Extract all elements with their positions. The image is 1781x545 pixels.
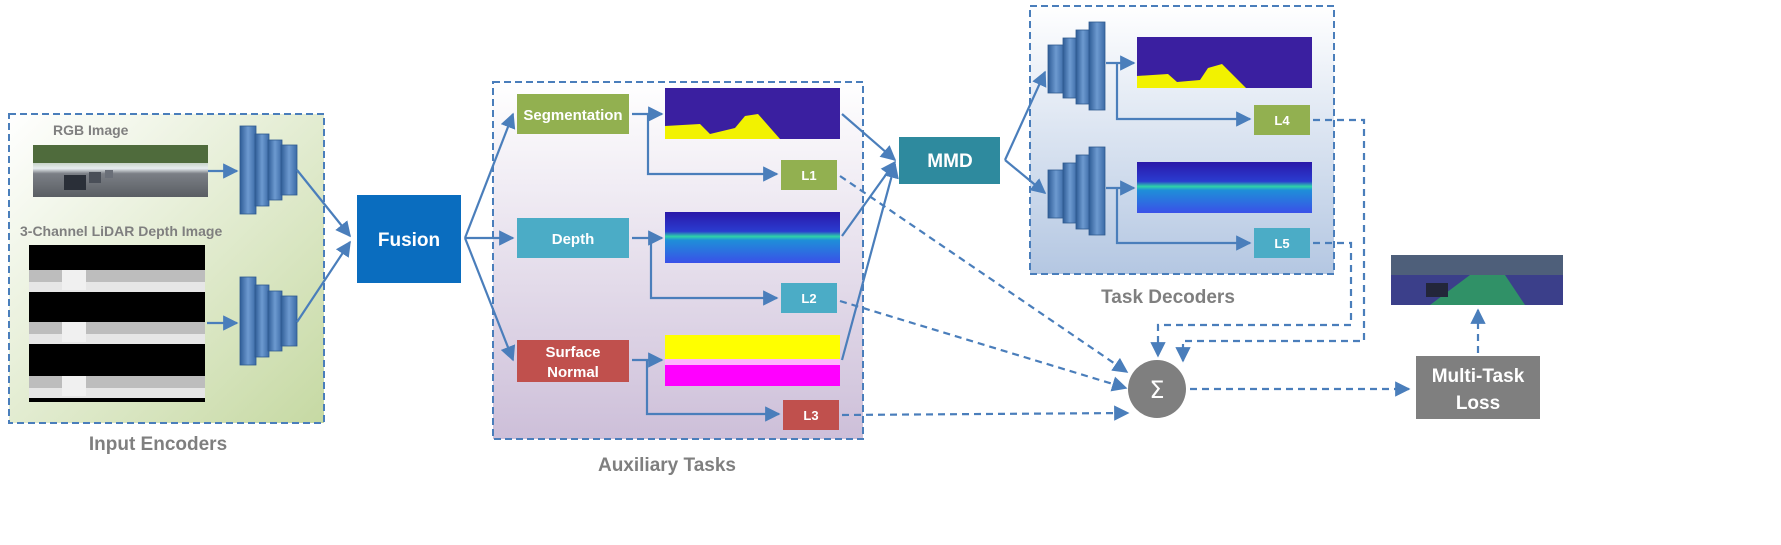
segmentation-label: Segmentation xyxy=(523,107,622,124)
auxiliary-tasks-title: Auxiliary Tasks xyxy=(598,455,736,476)
loss-l5-label: L5 xyxy=(1274,236,1289,251)
loss-l3-label: L3 xyxy=(803,408,818,423)
segmentation-output-image xyxy=(665,88,840,139)
surface-normal-label-line1: Surface xyxy=(545,344,600,361)
sum-symbol: Σ xyxy=(1149,376,1164,404)
multi-task-loss-line1: Multi-Task xyxy=(1432,366,1525,387)
loss-l3-box xyxy=(783,400,839,430)
surface-normal-label-line2: Normal xyxy=(547,364,599,381)
mmd-box xyxy=(899,137,1000,184)
decoder-depth-output-image xyxy=(1137,162,1312,213)
lidar-encoder xyxy=(239,276,298,366)
mmd-label: MMD xyxy=(927,151,972,172)
dashed-arrows xyxy=(839,118,1486,421)
final-output-image xyxy=(1391,255,1563,305)
fusion-label: Fusion xyxy=(378,230,440,251)
sum-node xyxy=(1128,360,1186,418)
solid-arrows xyxy=(207,55,1252,422)
decoder-1 xyxy=(1047,21,1106,111)
fusion-box xyxy=(357,195,461,283)
depth-box xyxy=(517,218,629,258)
loss-l2-label: L2 xyxy=(801,291,816,306)
surface-normal-box xyxy=(517,340,629,382)
lidar-depth-image xyxy=(29,245,205,402)
loss-l5-box xyxy=(1254,228,1310,258)
depth-label: Depth xyxy=(552,231,595,248)
rgb-encoder xyxy=(239,125,298,215)
task-decoders-group: L4 L5 Task Decoders xyxy=(1029,5,1335,308)
loss-l4-label: L4 xyxy=(1274,113,1290,128)
decoder-2 xyxy=(1047,146,1106,236)
auxiliary-tasks-group: Segmentation Depth Surface Normal L1 L2 … xyxy=(492,81,864,476)
loss-l1-box xyxy=(781,160,837,190)
loss-l2-box xyxy=(781,283,837,313)
segmentation-box xyxy=(517,94,629,134)
multi-task-loss-box xyxy=(1416,356,1540,419)
decoder-segmentation-output-image xyxy=(1137,37,1312,88)
surface-normal-output-image xyxy=(665,335,840,386)
lidar-image-label: 3-Channel LiDAR Depth Image xyxy=(20,223,222,239)
rgb-image-label: RGB Image xyxy=(53,122,129,138)
multi-task-loss-line2: Loss xyxy=(1456,393,1500,414)
input-encoders-group: RGB Image 3-Channel LiDAR Depth Image xyxy=(8,113,325,455)
input-encoders-title: Input Encoders xyxy=(89,434,227,455)
rgb-image xyxy=(33,145,208,197)
loss-l1-label: L1 xyxy=(801,168,816,183)
task-decoders-title: Task Decoders xyxy=(1101,287,1235,308)
depth-output-image xyxy=(665,212,840,263)
loss-l4-box xyxy=(1254,105,1310,135)
